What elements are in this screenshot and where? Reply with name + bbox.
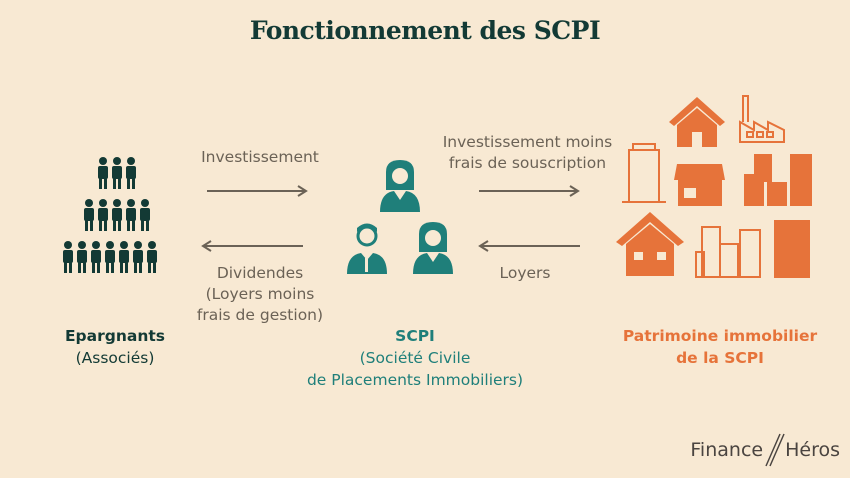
node-scpi: SCPI (Société Civile de Placements Immob… — [306, 327, 524, 389]
node-epargnants: Epargnants (Associés) — [64, 327, 166, 367]
buildings-icon — [612, 92, 817, 282]
arrow-left-icon — [200, 240, 305, 252]
finance-heros-logo: Finance Héros — [690, 432, 840, 468]
flow-label-dividendes: Dividendes (Loyers moins frais de gestio… — [196, 264, 324, 324]
arrow-right-icon — [205, 185, 310, 197]
page-title: Fonctionnement des SCPI — [249, 16, 601, 45]
flow-label-loyers: Loyers — [499, 264, 551, 282]
arrow-left-icon — [477, 240, 582, 252]
people-pyramid-icon — [60, 155, 175, 280]
flow-label-investissement-net: Investissement moins frais de souscripti… — [442, 133, 613, 172]
flow-label-investissement: Investissement — [201, 148, 319, 166]
node-patrimoine: Patrimoine immobilier de la SCPI — [622, 327, 818, 367]
team-icon — [340, 160, 460, 280]
arrow-right-icon — [477, 185, 582, 197]
slash-logo-icon — [765, 433, 785, 467]
